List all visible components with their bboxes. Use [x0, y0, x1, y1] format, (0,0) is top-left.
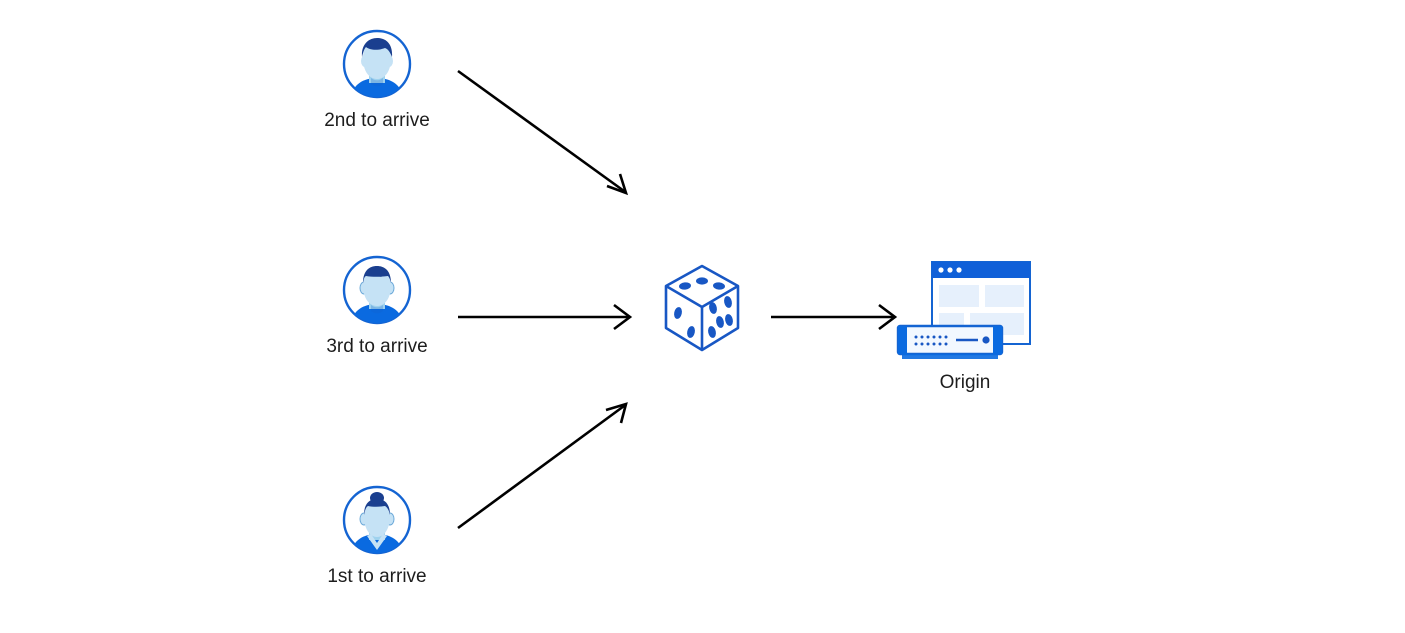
node-label-client-1st: 1st to arrive — [327, 566, 427, 587]
node-random-selector — [655, 262, 749, 354]
arrow-client-1st-to-dice — [457, 402, 628, 530]
arrow-client-2nd-to-dice — [457, 69, 629, 196]
dice-icon — [660, 262, 744, 354]
origin-server-icon — [890, 258, 1040, 368]
node-client-2nd: 2nd to arrive — [307, 28, 447, 132]
user-avatar-icon — [341, 484, 413, 556]
node-label-client-2nd: 2nd to arrive — [324, 110, 430, 131]
user-avatar-icon — [341, 28, 413, 100]
arrow-client-3rd-to-dice — [458, 303, 633, 331]
node-client-3rd: 3rd to arrive — [307, 254, 447, 358]
user-avatar-icon — [341, 254, 413, 326]
node-label-client-3rd: 3rd to arrive — [326, 336, 428, 357]
node-client-1st: 1st to arrive — [307, 484, 447, 588]
node-origin-server: Origin — [890, 258, 1040, 394]
server-device-icon — [896, 324, 1004, 359]
arrow-dice-to-origin — [771, 303, 898, 331]
node-label-origin: Origin — [939, 372, 991, 393]
